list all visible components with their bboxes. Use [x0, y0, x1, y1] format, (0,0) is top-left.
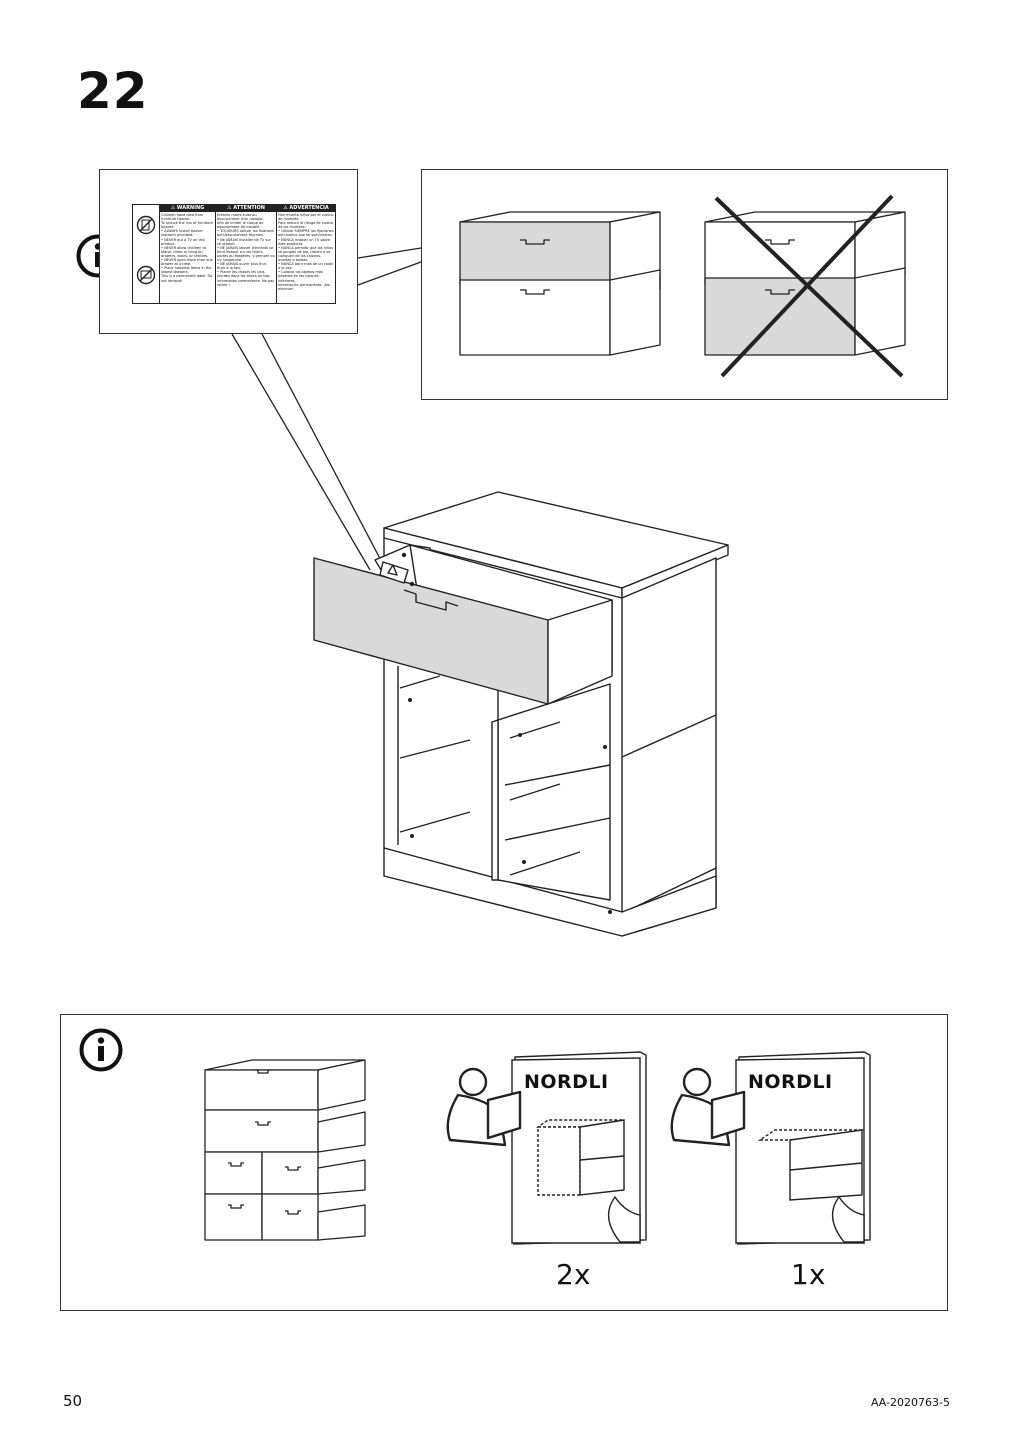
cross-out-icon	[714, 194, 904, 378]
booklet-title-1: NORDLI	[524, 1071, 609, 1093]
label-icon-column	[133, 205, 159, 303]
label-column-es: ⚠ ADVERTENCIA Han muerto niños por el vu…	[276, 205, 335, 303]
step-number: 22	[77, 62, 149, 120]
no-tv-icon	[136, 265, 156, 285]
label-heading-es: ⚠ ADVERTENCIA	[277, 205, 335, 212]
reading-person-icon	[446, 1067, 522, 1147]
warning-label-callout	[99, 169, 358, 334]
chest-of-drawers	[313, 491, 729, 937]
booklet-2	[735, 1051, 871, 1245]
correct-drawer-stack	[459, 211, 661, 356]
assembly-illustration	[231, 194, 906, 937]
label-text-fr: Enfants morts suite au basculement d'un …	[217, 213, 275, 287]
page-number: 50	[63, 1392, 83, 1410]
reading-person-icon	[670, 1067, 746, 1147]
label-column-fr: ⚠ ATTENTION Enfants morts suite au bascu…	[215, 205, 276, 303]
document-code: AA-2020763-5	[870, 1396, 950, 1409]
label-column-en: ⚠ WARNING Children have died from furnit…	[159, 205, 215, 303]
booklet-quantity-1: 2x	[556, 1258, 591, 1291]
drawer-set-illustration	[204, 1059, 366, 1241]
info-icon	[79, 1028, 123, 1072]
booklet-1	[511, 1051, 647, 1245]
label-text-es: Han muerto niños por el vuelco de mueble…	[278, 213, 334, 291]
booklet-quantity-2: 1x	[791, 1258, 826, 1291]
tipover-child-icon	[136, 215, 156, 235]
label-heading-en: ⚠ WARNING	[160, 205, 215, 212]
label-heading-fr: ⚠ ATTENTION	[216, 205, 276, 212]
reference-illustrations	[204, 1051, 871, 1245]
warning-label: ⚠ WARNING Children have died from furnit…	[132, 204, 336, 304]
label-text-en: Children have died from furniture tipove…	[161, 213, 213, 283]
booklet-title-2: NORDLI	[748, 1071, 833, 1093]
